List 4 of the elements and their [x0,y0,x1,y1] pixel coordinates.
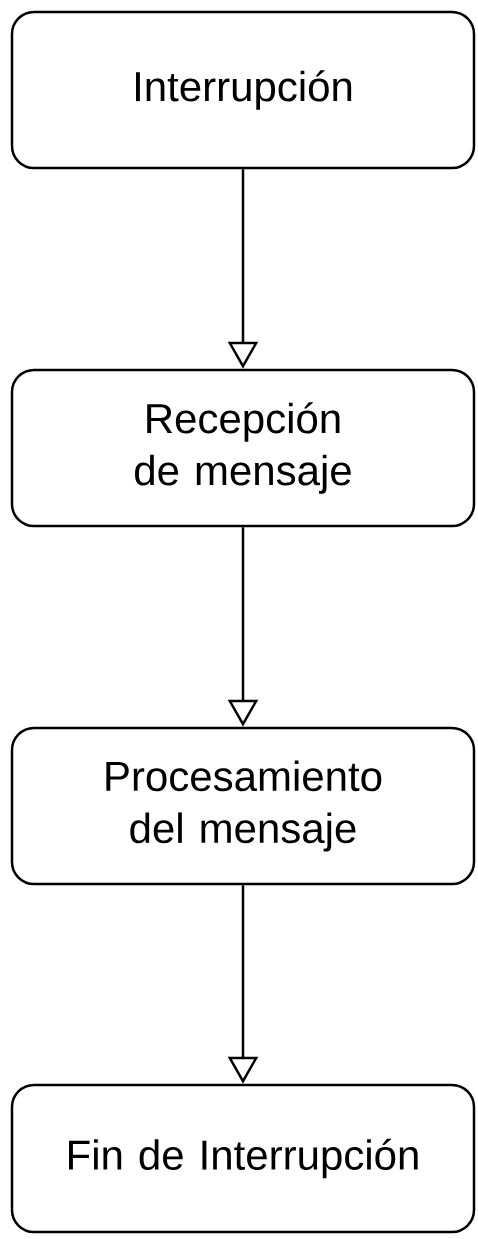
process-box: Interrupción [10,10,476,170]
process-box: Recepción de mensaje [10,368,476,528]
process-box: Fin de Interrupción [10,1083,476,1234]
process-box: Procesamiento del mensaje [10,726,476,886]
